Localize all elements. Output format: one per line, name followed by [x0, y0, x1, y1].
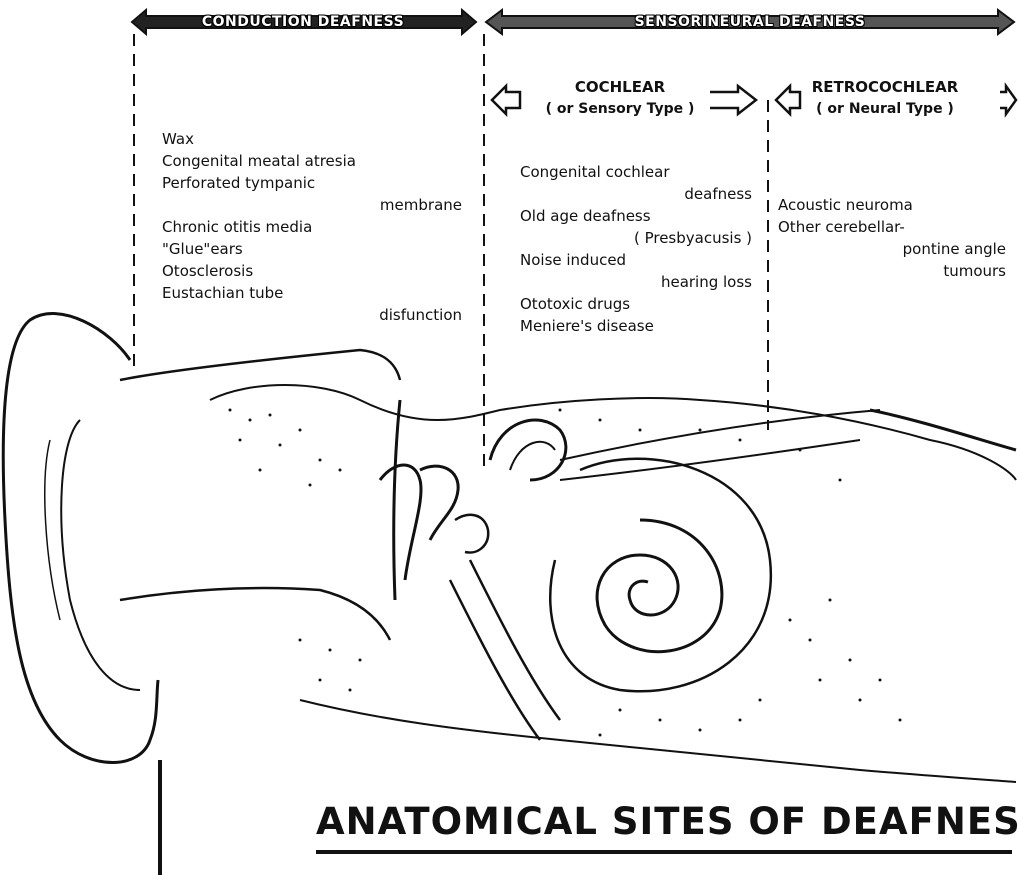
retrocochlear-right-arrow [1000, 86, 1016, 114]
cause-line: "Glue"ears [162, 240, 243, 258]
cause-line: Other cerebellar- [778, 218, 905, 236]
cochlear-heading-block: COCHLEAR ( or Sensory Type ) [520, 76, 720, 120]
cochlear-causes-list: Congenital cochlear deafness Old age deaf… [520, 161, 752, 337]
list-item: Otosclerosis [162, 260, 462, 282]
cause-line: Wax [162, 130, 194, 148]
cochlear-left-arrow [492, 86, 520, 114]
cochlea-spiral [597, 520, 722, 652]
eustachian-tube-lower [450, 580, 540, 740]
temporal-bone-outline [210, 385, 1016, 480]
list-item: Chronic otitis media [162, 216, 462, 238]
cause-line-continued: hearing loss [520, 271, 752, 293]
cause-line-continued: deafness [520, 183, 752, 205]
conduction-deafness-banner: CONDUCTION DEAFNESS [148, 10, 458, 34]
cause-line: Meniere's disease [520, 317, 654, 335]
semicircular-canal-2 [510, 442, 555, 470]
cochlear-heading: COCHLEAR [520, 76, 720, 98]
cause-line: Chronic otitis media [162, 218, 312, 236]
cause-line: Eustachian tube [162, 284, 283, 302]
incus [420, 466, 458, 540]
list-item: Acoustic neuroma [778, 194, 1006, 216]
title-underline [316, 850, 1012, 854]
cause-line: Acoustic neuroma [778, 196, 913, 214]
cochlea-outer [550, 459, 771, 692]
cause-line-continued: ( Presbyacusis ) [520, 227, 752, 249]
cochlear-subheading: ( or Sensory Type ) [520, 98, 720, 120]
cause-line: Noise induced [520, 251, 626, 269]
cause-line: Congenital meatal atresia [162, 152, 356, 170]
cause-line: Perforated tympanic [162, 174, 315, 192]
list-item: Noise induced hearing loss [520, 249, 752, 293]
eustachian-tube-upper [470, 560, 560, 720]
cause-line-continued: pontine angle [778, 238, 1006, 260]
retrocochlear-heading-block: RETROCOCHLEAR ( or Neural Type ) [770, 76, 1000, 120]
cause-line-continued: disfunction [162, 304, 462, 326]
sensorineural-deafness-banner: SENSORINEURAL DEAFNESS [520, 10, 980, 34]
cause-line: Otosclerosis [162, 262, 253, 280]
stapes [455, 515, 488, 553]
pinna-helix [45, 440, 60, 620]
retrocochlear-heading: RETROCOCHLEAR [770, 76, 1000, 98]
retrocochlear-causes-list: Acoustic neuroma Other cerebellar-pontin… [778, 194, 1006, 282]
cause-line: Ototoxic drugs [520, 295, 630, 313]
list-item: Congenital meatal atresia [162, 150, 462, 172]
temporal-bone-lower [300, 700, 1016, 782]
cause-line-continued: membrane [162, 194, 462, 216]
list-item: Old age deafness ( Presbyacusis ) [520, 205, 752, 249]
conduction-causes-list: Wax Congenital meatal atresia Perforated… [162, 128, 462, 326]
cause-line: Congenital cochlear [520, 163, 670, 181]
cause-line-continued: tumours [778, 260, 1006, 282]
ear-canal-upper [120, 350, 400, 380]
list-item: Eustachian tube disfunction [162, 282, 462, 326]
page-title: ANATOMICAL SITES OF DEAFNESS [316, 800, 1016, 843]
cause-line: Old age deafness [520, 207, 651, 225]
auditory-nerve-lower [560, 440, 860, 480]
list-item: Perforated tympanic membrane [162, 172, 462, 216]
pinna-inner-fold [61, 420, 140, 690]
list-item: Ototoxic drugs [520, 293, 752, 315]
list-item: "Glue"ears [162, 238, 462, 260]
ear-canal-lower [120, 588, 390, 640]
tympanic-membrane [394, 400, 400, 600]
list-item: Congenital cochlear deafness [520, 161, 752, 205]
malleus [380, 465, 421, 580]
retrocochlear-subheading: ( or Neural Type ) [770, 98, 1000, 120]
list-item: Meniere's disease [520, 315, 752, 337]
list-item: Wax [162, 128, 462, 150]
pinna-outline [3, 314, 158, 763]
